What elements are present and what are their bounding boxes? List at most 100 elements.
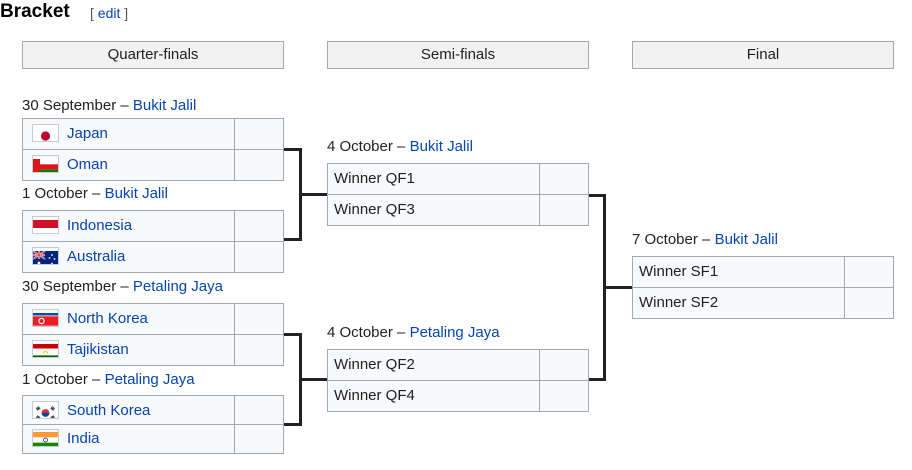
- venue-link[interactable]: Bukit Jalil: [714, 231, 778, 248]
- bracket-connector: [284, 148, 302, 151]
- team-name-cell: Winner QF2: [328, 350, 540, 380]
- team-row-oman: Oman: [22, 149, 284, 181]
- score-cell: [540, 381, 588, 411]
- edit-bracket-close: ]: [124, 5, 129, 21]
- japan-flag-icon: [32, 124, 59, 142]
- edit-bracket-open: [: [90, 5, 94, 21]
- team-name-cell: South Korea: [23, 396, 235, 426]
- match-label-qf1: 30 September – Bukit Jalil: [22, 96, 196, 116]
- dash: –: [392, 138, 410, 155]
- team-link-indonesia[interactable]: Indonesia: [67, 217, 133, 234]
- team-row-tajikistan: Tajikistan: [22, 334, 284, 366]
- team-name-cell: North Korea: [23, 304, 235, 334]
- score-cell: [845, 288, 893, 318]
- dash: –: [87, 371, 105, 388]
- round-header-quarter-finals: Quarter-finals: [22, 41, 284, 69]
- match-label-qf2: 1 October – Bukit Jalil: [22, 184, 168, 204]
- score-cell: [235, 304, 283, 334]
- venue-link[interactable]: Bukit Jalil: [409, 138, 473, 155]
- india-flag-icon: [32, 429, 59, 447]
- match-label-final: 7 October – Bukit Jalil: [632, 230, 778, 250]
- dash: –: [392, 324, 410, 341]
- dash: –: [116, 278, 133, 295]
- match-label-qf4: 1 October – Petaling Jaya: [22, 370, 195, 390]
- team-row-india: India: [22, 424, 284, 454]
- team-name-cell: India: [23, 425, 235, 453]
- team-row-winner-sf1: Winner SF1: [632, 256, 894, 288]
- team-link-north-korea[interactable]: North Korea: [67, 310, 148, 327]
- team-link-oman[interactable]: Oman: [67, 156, 108, 173]
- north-korea-flag-icon: [32, 309, 59, 327]
- score-cell: [235, 425, 283, 453]
- team-row-winner-qf4: Winner QF4: [327, 380, 589, 412]
- match-label-sf2: 4 October – Petaling Jaya: [327, 323, 500, 343]
- match-date: 1 October: [22, 185, 88, 202]
- team-row-australia: Australia: [22, 241, 284, 273]
- match-date: 30 September: [22, 97, 117, 114]
- round-header-semi-finals: Semi-finals: [327, 41, 589, 69]
- venue-link[interactable]: Bukit Jalil: [132, 97, 197, 114]
- bracket-connector: [589, 378, 606, 381]
- bracket-connector: [299, 378, 327, 381]
- south-korea-flag-icon: [32, 401, 59, 419]
- bracket-connector: [603, 286, 632, 289]
- venue-link[interactable]: Petaling Jaya: [104, 371, 195, 388]
- match-date: 4 October: [327, 324, 393, 341]
- score-cell: [235, 150, 283, 180]
- team-name-cell: Winner QF4: [328, 381, 540, 411]
- team-name-cell: Winner QF3: [328, 195, 540, 225]
- team-row-winner-qf3: Winner QF3: [327, 194, 589, 226]
- team-name-cell: Tajikistan: [23, 335, 235, 365]
- section-heading: Bracket: [0, 1, 70, 22]
- score-cell: [540, 195, 588, 225]
- team-row-south-korea: South Korea: [22, 395, 284, 427]
- score-cell: [235, 396, 283, 426]
- indonesia-flag-icon: [32, 216, 59, 234]
- australia-flag-icon: [32, 247, 59, 265]
- bracket-connector: [284, 238, 302, 241]
- match-date: 1 October: [22, 371, 88, 388]
- score-cell: [540, 350, 588, 380]
- edit-section-link-wrapper: [ edit ]: [90, 4, 128, 22]
- team-name-cell: Japan: [23, 119, 235, 149]
- match-label-sf1: 4 October – Bukit Jalil: [327, 137, 473, 157]
- team-row-japan: Japan: [22, 118, 284, 150]
- venue-link[interactable]: Bukit Jalil: [104, 185, 168, 202]
- team-row-north-korea: North Korea: [22, 303, 284, 335]
- team-name-cell: Oman: [23, 150, 235, 180]
- team-row-winner-sf2: Winner SF2: [632, 287, 894, 319]
- team-row-indonesia: Indonesia: [22, 210, 284, 242]
- team-link-tajikistan[interactable]: Tajikistan: [67, 341, 129, 358]
- score-cell: [235, 335, 283, 365]
- edit-section-link[interactable]: edit: [97, 5, 121, 21]
- bracket-connector: [589, 194, 606, 197]
- team-link-australia[interactable]: Australia: [67, 248, 126, 265]
- team-name-cell: Indonesia: [23, 211, 235, 241]
- score-cell: [540, 164, 588, 194]
- match-label-qf3: 30 September – Petaling Jaya: [22, 277, 223, 297]
- team-name-cell: Australia: [23, 242, 235, 272]
- dash: –: [697, 231, 715, 248]
- bracket-connector: [284, 333, 302, 336]
- team-row-winner-qf1: Winner QF1: [327, 163, 589, 195]
- team-link-india[interactable]: India: [67, 430, 100, 447]
- bracket-connector: [284, 423, 302, 426]
- oman-flag-icon: [32, 155, 59, 173]
- bracket-connector: [299, 193, 327, 196]
- match-date: 30 September: [22, 278, 117, 295]
- match-date: 4 October: [327, 138, 393, 155]
- score-cell: [235, 242, 283, 272]
- team-link-japan[interactable]: Japan: [67, 125, 108, 142]
- team-row-winner-qf2: Winner QF2: [327, 349, 589, 381]
- match-date: 7 October: [632, 231, 698, 248]
- venue-link[interactable]: Petaling Jaya: [409, 324, 500, 341]
- team-name-cell: Winner QF1: [328, 164, 540, 194]
- team-name-cell: Winner SF2: [633, 288, 845, 318]
- venue-link[interactable]: Petaling Jaya: [132, 278, 223, 295]
- tajikistan-flag-icon: [32, 340, 59, 358]
- score-cell: [235, 119, 283, 149]
- score-cell: [845, 257, 893, 287]
- score-cell: [235, 211, 283, 241]
- team-link-south-korea[interactable]: South Korea: [67, 402, 151, 419]
- round-header-final: Final: [632, 41, 894, 69]
